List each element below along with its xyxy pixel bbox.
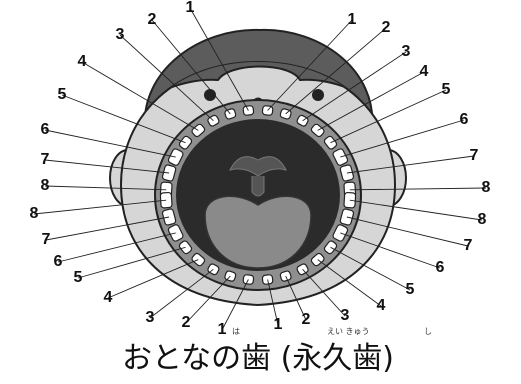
tooth-label-lower-left-4: 4 — [104, 289, 113, 306]
tooth-label-lower-left-5: 5 — [74, 269, 83, 286]
tooth-label-lower-left-6: 6 — [54, 253, 63, 270]
leader-line-lower-right-7 — [346, 216, 469, 247]
tooth-label-lower-left-8: 8 — [30, 205, 39, 222]
tooth-label-lower-right-1: 1 — [274, 316, 283, 333]
leader-line-upper-right-1 — [267, 19, 353, 111]
leader-line-lower-left-1 — [221, 279, 249, 331]
leader-line-upper-right-5 — [330, 89, 447, 144]
leader-line-lower-left-2 — [185, 275, 231, 324]
leader-line-lower-left-5 — [77, 246, 186, 279]
tooth-label-upper-left-3: 3 — [116, 26, 125, 43]
tooth-label-upper-left-2: 2 — [148, 11, 157, 28]
tooth-label-lower-right-3: 3 — [341, 307, 350, 324]
tooth-label-lower-right-8: 8 — [478, 211, 487, 228]
tooth-label-upper-right-4: 4 — [420, 63, 429, 80]
tooth-label-lower-right-6: 6 — [436, 259, 445, 276]
tooth-label-upper-left-7: 7 — [41, 151, 50, 168]
uvula — [251, 176, 265, 197]
tooth-label-upper-right-2: 2 — [382, 19, 391, 36]
leader-line-lower-right-8 — [349, 199, 483, 221]
leader-line-upper-right-7 — [346, 155, 475, 174]
tooth-label-upper-left-4: 4 — [78, 53, 87, 70]
right-eye — [312, 89, 324, 101]
ruby-shi: し — [424, 327, 432, 336]
tooth-label-upper-left-1: 1 — [186, 0, 195, 16]
tooth-label-lower-right-7: 7 — [464, 237, 473, 254]
tooth-label-upper-left-5: 5 — [58, 86, 67, 103]
leader-line-lower-left-8 — [33, 199, 167, 215]
leader-line-upper-left-4 — [81, 61, 199, 131]
tooth-label-lower-left-7: 7 — [42, 231, 51, 248]
tooth-label-lower-right-5: 5 — [406, 281, 415, 298]
tooth-label-upper-right-5: 5 — [442, 81, 451, 98]
tooth-label-lower-left-2: 2 — [182, 314, 191, 331]
leader-line-lower-left-6 — [57, 232, 176, 263]
leader-line-upper-right-6 — [340, 119, 465, 158]
leader-line-lower-right-3 — [302, 268, 346, 317]
leader-line-lower-right-5 — [330, 246, 411, 291]
ruby-eikyuu: えい きゅう — [327, 327, 370, 336]
tongue — [204, 195, 312, 269]
tooth-label-upper-left-8: 8 — [41, 177, 50, 194]
leader-line-upper-left-7 — [44, 159, 170, 174]
left-eye — [204, 89, 216, 101]
tooth-label-upper-right-8: 8 — [482, 179, 491, 196]
tooth-label-lower-right-4: 4 — [377, 297, 386, 314]
tooth-label-upper-right-3: 3 — [402, 43, 411, 60]
leader-line-upper-right-4 — [317, 71, 425, 131]
leader-line-lower-right-1 — [267, 279, 279, 326]
leader-line-lower-left-4 — [107, 259, 199, 299]
leader-line-upper-left-1 — [189, 7, 249, 111]
tooth-label-upper-right-7: 7 — [470, 147, 479, 164]
palate — [229, 156, 287, 177]
tooth-label-lower-left-1: 1 — [218, 321, 227, 338]
leader-line-upper-right-2 — [285, 27, 387, 115]
leader-line-lower-left-3 — [149, 268, 214, 319]
leader-line-lower-right-6 — [340, 232, 441, 269]
diagram-title: おとなの歯 (永久歯) — [122, 341, 394, 376]
tooth-label-lower-right-2: 2 — [302, 311, 311, 328]
leader-line-upper-right-3 — [302, 51, 407, 122]
leader-line-upper-left-5 — [61, 94, 186, 144]
ruby-ha: は — [232, 327, 240, 336]
leader-line-upper-left-8 — [44, 185, 167, 191]
leader-line-lower-left-7 — [45, 216, 170, 241]
tooth-label-upper-left-6: 6 — [41, 121, 50, 138]
tooth-label-upper-right-1: 1 — [348, 11, 357, 28]
leader-line-upper-right-8 — [349, 187, 487, 191]
leader-line-upper-left-2 — [151, 19, 231, 115]
leader-lines — [33, 7, 487, 331]
leader-line-lower-right-4 — [317, 259, 382, 307]
leader-line-upper-left-3 — [119, 34, 214, 122]
leader-line-upper-left-6 — [44, 129, 176, 158]
tooth-label-upper-right-6: 6 — [460, 111, 469, 128]
leader-line-lower-right-2 — [285, 275, 307, 321]
tooth-label-lower-left-3: 3 — [146, 309, 155, 326]
